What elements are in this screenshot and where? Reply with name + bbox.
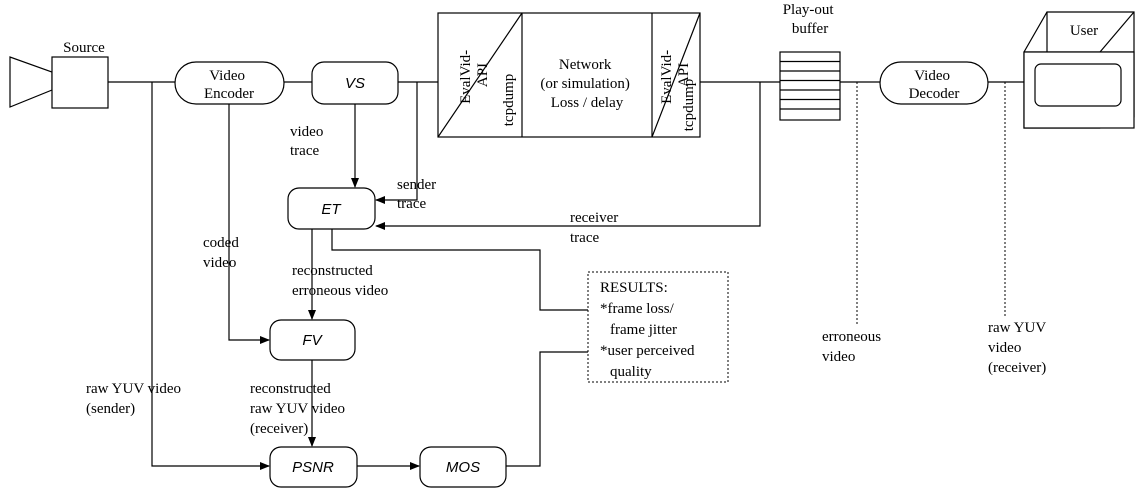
raw-yuv-receiver-label: raw YUV video (receiver) [988, 320, 1050, 376]
fv-label: FV [302, 332, 323, 349]
source-label: Source [63, 40, 105, 56]
results-box [587, 271, 729, 383]
receiver-trace-label: receiver trace [570, 210, 622, 246]
coded-video-arrow [228, 104, 270, 344]
playout-buffer-icon [779, 51, 841, 121]
user-monitor-icon [1023, 11, 1135, 129]
video-trace-label: video trace [290, 124, 327, 159]
network-block [437, 12, 701, 138]
playout-buffer-label: Play-out buffer [783, 2, 838, 37]
reconstructed-erroneous-video-label: reconstructed erroneous video [292, 263, 388, 299]
sender-tcpdump-label: tcpdump [501, 74, 517, 127]
network-label: Network (or simulation) Loss / delay [540, 57, 633, 111]
receiver-tcpdump-divider [651, 12, 701, 138]
video-encoder-label: Video Encoder [204, 68, 254, 102]
coded-video-label: coded video [203, 235, 243, 271]
psnr-node [269, 446, 358, 488]
raw-yuv-sender-label: raw YUV video (sender) [86, 381, 185, 417]
mos-label: MOS [446, 459, 480, 476]
receiver-tcpdump-label: tcpdump [681, 79, 697, 132]
reconstructed-raw-yuv-label: reconstructed raw YUV video (receiver) [250, 381, 349, 437]
user-label: User [1070, 23, 1098, 39]
sender-tcpdump-divider [437, 12, 523, 138]
sender-evalvid-api-label: EvalVid- API [458, 46, 491, 104]
receiver-evalvid-api-label: EvalVid- API [659, 46, 692, 104]
mos-node [419, 446, 507, 488]
raw-yuv-sender-arrow [151, 82, 270, 470]
et-label: ET [321, 201, 342, 218]
sender-trace-arrow [375, 82, 418, 204]
source-camera-icon [9, 56, 109, 109]
receiver-trace-arrow [375, 82, 761, 230]
vs-label: VS [345, 75, 365, 92]
et-to-results-line [331, 229, 588, 311]
psnr-label: PSNR [292, 459, 334, 476]
results-text: RESULTS: *frame loss/ frame jitter *user… [600, 280, 698, 380]
sender-trace-label: sender trace [397, 177, 440, 212]
video-decoder-node [879, 61, 989, 105]
erroneous-video-label: erroneous video [822, 329, 885, 365]
mos-to-results-line [506, 351, 588, 467]
video-decoder-label: Video Decoder [909, 68, 960, 102]
